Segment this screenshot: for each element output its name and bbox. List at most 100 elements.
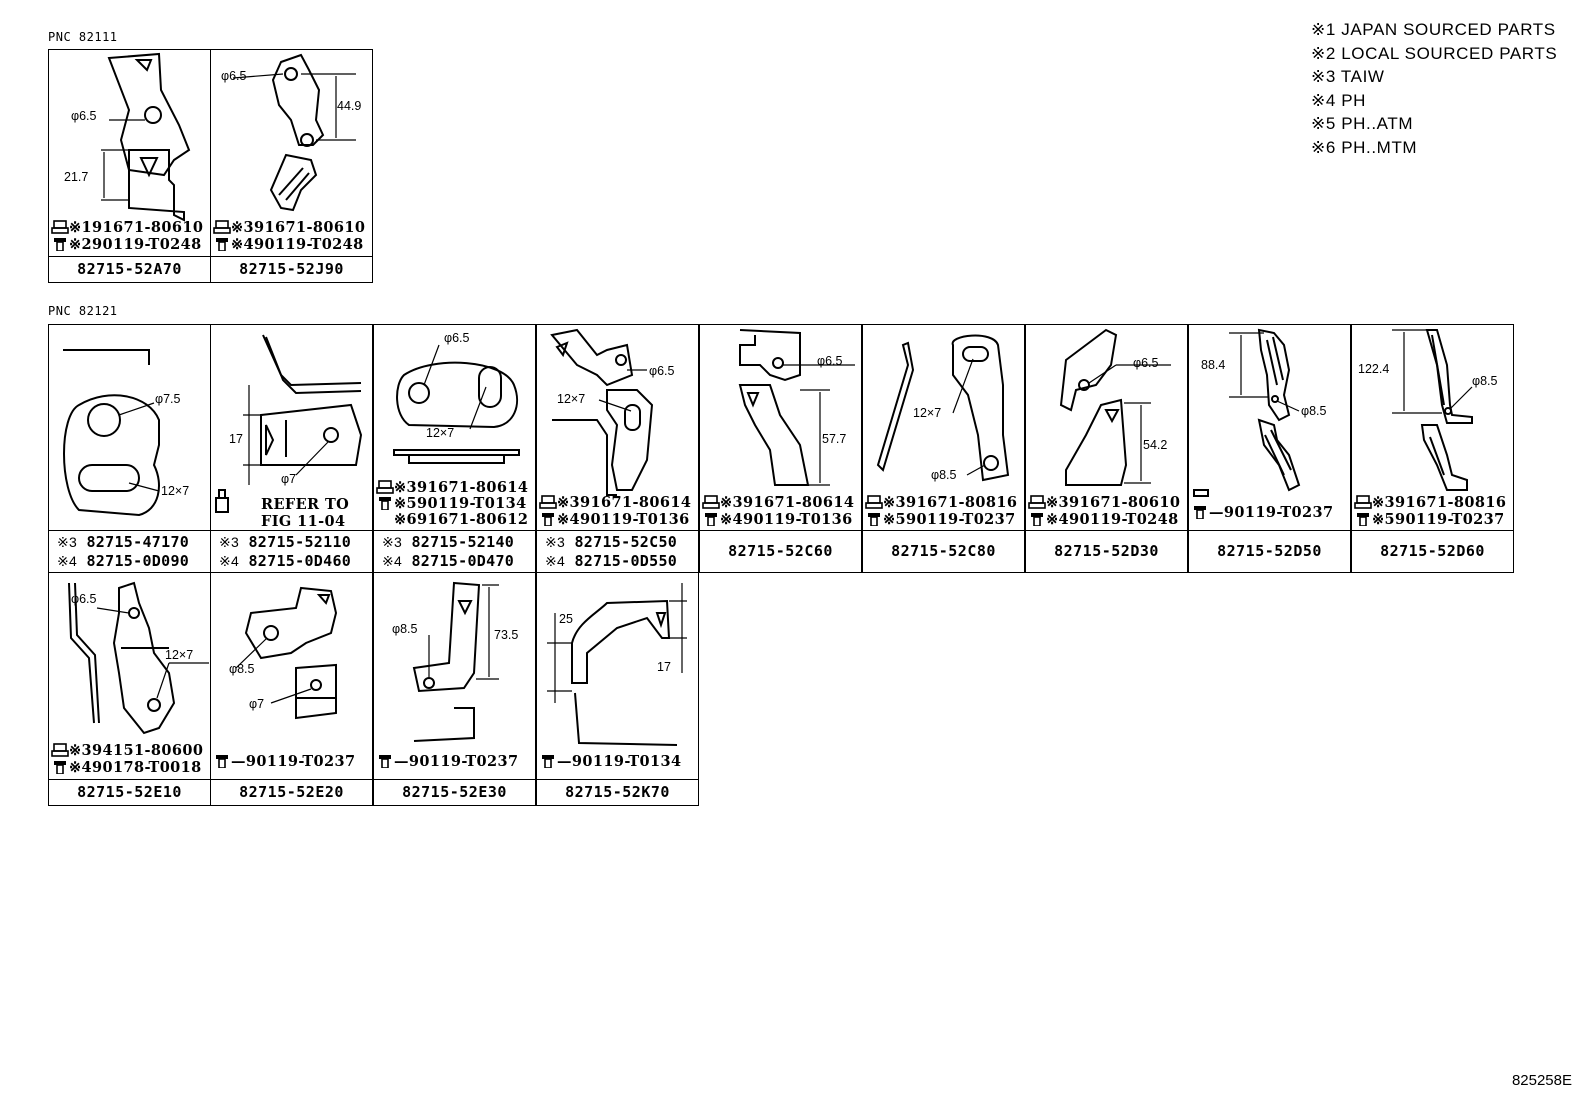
part-number: 82715-52D50 [1189, 530, 1350, 572]
part-number: 82715-0D470 [411, 552, 515, 570]
bracket-drawing: φ6.5 12×7 [393, 331, 520, 464]
dim-label: φ6.5 [221, 69, 247, 83]
nut-icon [1028, 495, 1046, 509]
dim-label: 57.7 [822, 432, 846, 446]
nut-icon [51, 220, 69, 234]
part-number: 82715-52D30 [1026, 530, 1187, 572]
dim-label: 17 [657, 660, 671, 674]
fastener-part-number: ※391671-80816 [883, 494, 1018, 511]
dim-label: 122.4 [1358, 362, 1389, 376]
part-cell-82715-52E20[interactable]: φ8.5 φ7 —90119-T0237 82715-52E20 [210, 572, 373, 806]
bracket-drawing: 17 φ7 [215, 334, 363, 513]
dim-label: φ6.5 [817, 354, 843, 368]
bracket-drawing: φ6.5 57.7 [738, 329, 855, 486]
dim-label: φ7.5 [155, 392, 181, 406]
part-number: 82715-0D090 [86, 552, 190, 570]
fastener-part-number: ※290119-T0248 [69, 236, 202, 253]
fastener-part-number: ※490119-T0248 [1046, 511, 1179, 528]
part-cell-82715-47170[interactable]: φ7.5 12×7 ※3 82715-47170 ※4 82715-0D090 [48, 324, 211, 573]
bolt-icon [705, 513, 717, 526]
part-cell-82715-52140[interactable]: φ6.5 12×7 ※391671-80614 ※590119-T0134 ※6… [373, 324, 536, 573]
part-cell-82715-52K70[interactable]: 25 17 —90119-T0134 82715-52K70 [536, 572, 699, 806]
pnc-label-82111: PNC 82111 [48, 30, 118, 44]
part-number: 82715-52110 [248, 533, 352, 551]
fastener-part-number: ※391671-80614 [557, 494, 692, 511]
dim-label: 25 [559, 612, 573, 626]
part-cell-82715-52E10[interactable]: φ6.5 12×7 ※394151-80600 ※490178-T0018 82… [48, 572, 211, 806]
dim-label: φ6.5 [71, 109, 97, 123]
part-number: 82715-52C60 [700, 530, 861, 572]
part-number: 82715-0D460 [248, 552, 352, 570]
part-cell-82715-52C50[interactable]: φ6.5 12×7 ※391671-80614 ※490119-T0136 ※3… [536, 324, 699, 573]
dim-label: φ7 [281, 472, 296, 486]
part-cell-82715-52J90[interactable]: φ6.5 44.9 ※391671-80610 ※490119-T0248 82… [210, 49, 373, 283]
fastener-part-number: ※490178-T0018 [69, 759, 202, 776]
source-legend: ※1 JAPAN SOURCED PARTS ※2 LOCAL SOURCED … [1311, 18, 1557, 159]
nut-icon [51, 743, 69, 757]
part-cell-82715-52D60[interactable]: 122.4 φ8.5 ※391671-80816 ※590119-T0237 8… [1351, 324, 1514, 573]
dim-label: φ8.5 [229, 662, 255, 676]
bolt-icon [216, 755, 228, 768]
bracket-drawing: φ6.5 44.9 [221, 53, 361, 212]
part-number: 82715-52C50 [574, 533, 678, 551]
dim-label: 88.4 [1201, 358, 1225, 372]
bolt-icon [379, 497, 391, 510]
bolt-icon [1357, 513, 1369, 526]
bolt-icon [868, 513, 880, 526]
dim-label: φ8.5 [1301, 404, 1327, 418]
fastener-part-number: ※490119-T0136 [720, 511, 853, 528]
part-number: 82715-52E20 [211, 779, 372, 805]
bracket-drawing: 12×7 φ8.5 [876, 334, 1010, 482]
part-cell-82715-52D30[interactable]: φ6.5 54.2 ※391671-80610 ※490119-T0248 82… [1025, 324, 1188, 573]
nut-icon [213, 220, 231, 234]
fastener-part-number: ※191671-80610 [69, 219, 204, 236]
dim-label: φ6.5 [71, 592, 97, 606]
fastener-part-number: ※391671-80610 [1046, 494, 1181, 511]
dim-label: 12×7 [161, 484, 189, 498]
legend-item: ※6 PH..MTM [1311, 137, 1418, 157]
nut-icon [539, 495, 557, 509]
fastener-part-number: 90119-T0237 [408, 753, 519, 770]
fastener-part-number: ※590119-T0134 [394, 495, 527, 512]
bolt-icon [1194, 506, 1206, 519]
dim-label: φ8.5 [931, 468, 957, 482]
fastener-part-number: ※394151-80600 [69, 742, 204, 759]
part-number-pair: ※3 82715-52140 ※4 82715-0D470 [374, 530, 535, 572]
nut-icon [865, 495, 883, 509]
bolt-icon [54, 761, 66, 774]
dim-label: 12×7 [426, 426, 454, 440]
part-number: 82715-47170 [86, 533, 190, 551]
fastener-part-number: ※391671-80614 [720, 494, 855, 511]
part-cell-82715-52D50[interactable]: 88.4 φ8.5 —90119-T0237 82715-52D50 [1188, 324, 1351, 573]
part-cell-82715-52C60[interactable]: φ6.5 57.7 ※391671-80614 ※490119-T0136 82… [699, 324, 862, 573]
bracket-drawing: φ6.5 21.7 [64, 52, 191, 222]
part-cell-82715-52E30[interactable]: φ8.5 73.5 —90119-T0237 82715-52E30 [373, 572, 536, 806]
fastener-part-number: ※590119-T0237 [883, 511, 1016, 528]
fastener-part-number: ※391671-80816 [1372, 494, 1507, 511]
dim-label: φ6.5 [1133, 356, 1159, 370]
part-number-pair: ※3 82715-52C50 ※4 82715-0D550 [537, 530, 698, 572]
bracket-drawing: φ6.5 12×7 [68, 581, 209, 735]
part-cell-82715-52C80[interactable]: 12×7 φ8.5 ※391671-80816 ※590119-T0237 82… [862, 324, 1025, 573]
fastener-part-number: 90119-T0134 [571, 753, 682, 770]
part-cell-82715-52A70[interactable]: φ6.5 21.7 ※191671-80610 ※290119-T0248 82… [48, 49, 211, 283]
dim-label: φ7 [249, 697, 264, 711]
bolt-icon [54, 238, 66, 251]
part-number: 82715-52E30 [374, 779, 535, 805]
bracket-drawing: φ8.5 φ7 [229, 586, 338, 720]
bolt-icon [1031, 513, 1043, 526]
bolt-icon [379, 755, 391, 768]
dim-label: 44.9 [337, 99, 361, 113]
part-number: 82715-52A70 [49, 256, 210, 282]
bracket-drawing: 88.4 φ8.5 [1193, 328, 1327, 497]
legend-item: ※4 PH [1311, 90, 1367, 110]
bolt-icon [542, 513, 554, 526]
dim-label: 21.7 [64, 170, 88, 184]
part-number: 82715-0D550 [574, 552, 678, 570]
part-cell-82715-52110[interactable]: 17 φ7 REFER TO FIG 11-04 ※3 82715-52110 … [210, 324, 373, 573]
bracket-drawing: 122.4 φ8.5 [1358, 329, 1498, 491]
bracket-drawing: φ6.5 54.2 [1059, 328, 1171, 486]
dim-label: 12×7 [557, 392, 585, 406]
dim-label: 54.2 [1143, 438, 1167, 452]
part-number: 82715-52D60 [1352, 530, 1513, 572]
